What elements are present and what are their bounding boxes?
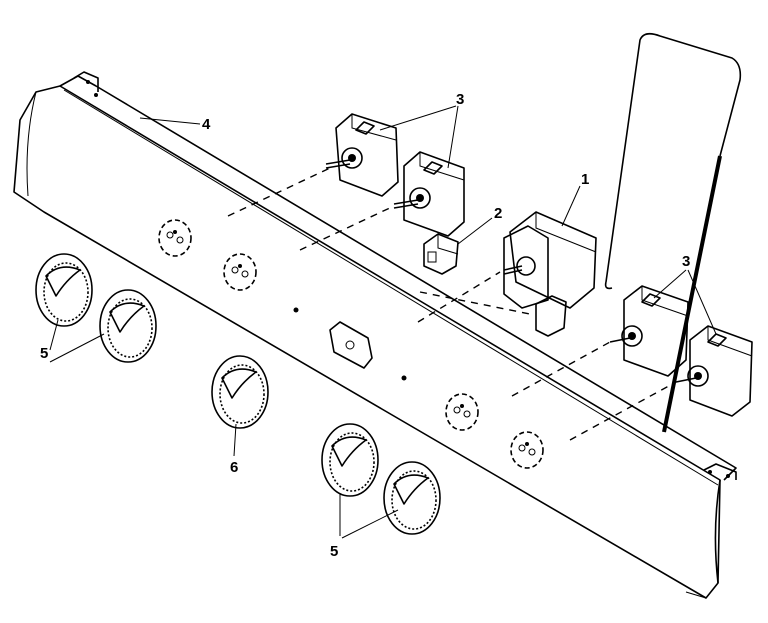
panel-hole: [158, 219, 192, 257]
leader-lines: [49, 105, 717, 539]
callout-4: 4: [202, 116, 211, 133]
knob-left-2: [99, 289, 157, 363]
callout-5-left: 5: [40, 345, 48, 362]
callout-1: 1: [581, 171, 589, 188]
rear-panel-glass: [604, 32, 742, 433]
callout-2: 2: [494, 205, 502, 222]
knob-right-1: [321, 423, 379, 497]
knob-right-2: [383, 461, 441, 535]
small-switch: [423, 233, 459, 275]
knob-center: [211, 355, 269, 429]
infinite-switch-3: [511, 285, 689, 397]
callout-5-right: 5: [330, 543, 338, 560]
infinite-switch-4: [569, 325, 753, 441]
panel-hole: [510, 431, 544, 469]
infinite-switch-1: [227, 113, 399, 217]
timer-cutout: [329, 321, 373, 369]
callout-6: 6: [230, 459, 238, 476]
panel-hole: [445, 393, 479, 431]
control-panel: [13, 71, 737, 599]
timer: [417, 211, 597, 337]
callout-3-top: 3: [456, 91, 464, 108]
callout-3-right: 3: [682, 253, 690, 270]
infinite-switch-2: [299, 151, 465, 251]
panel-hole: [223, 253, 257, 291]
knob-left-1: [35, 253, 93, 327]
